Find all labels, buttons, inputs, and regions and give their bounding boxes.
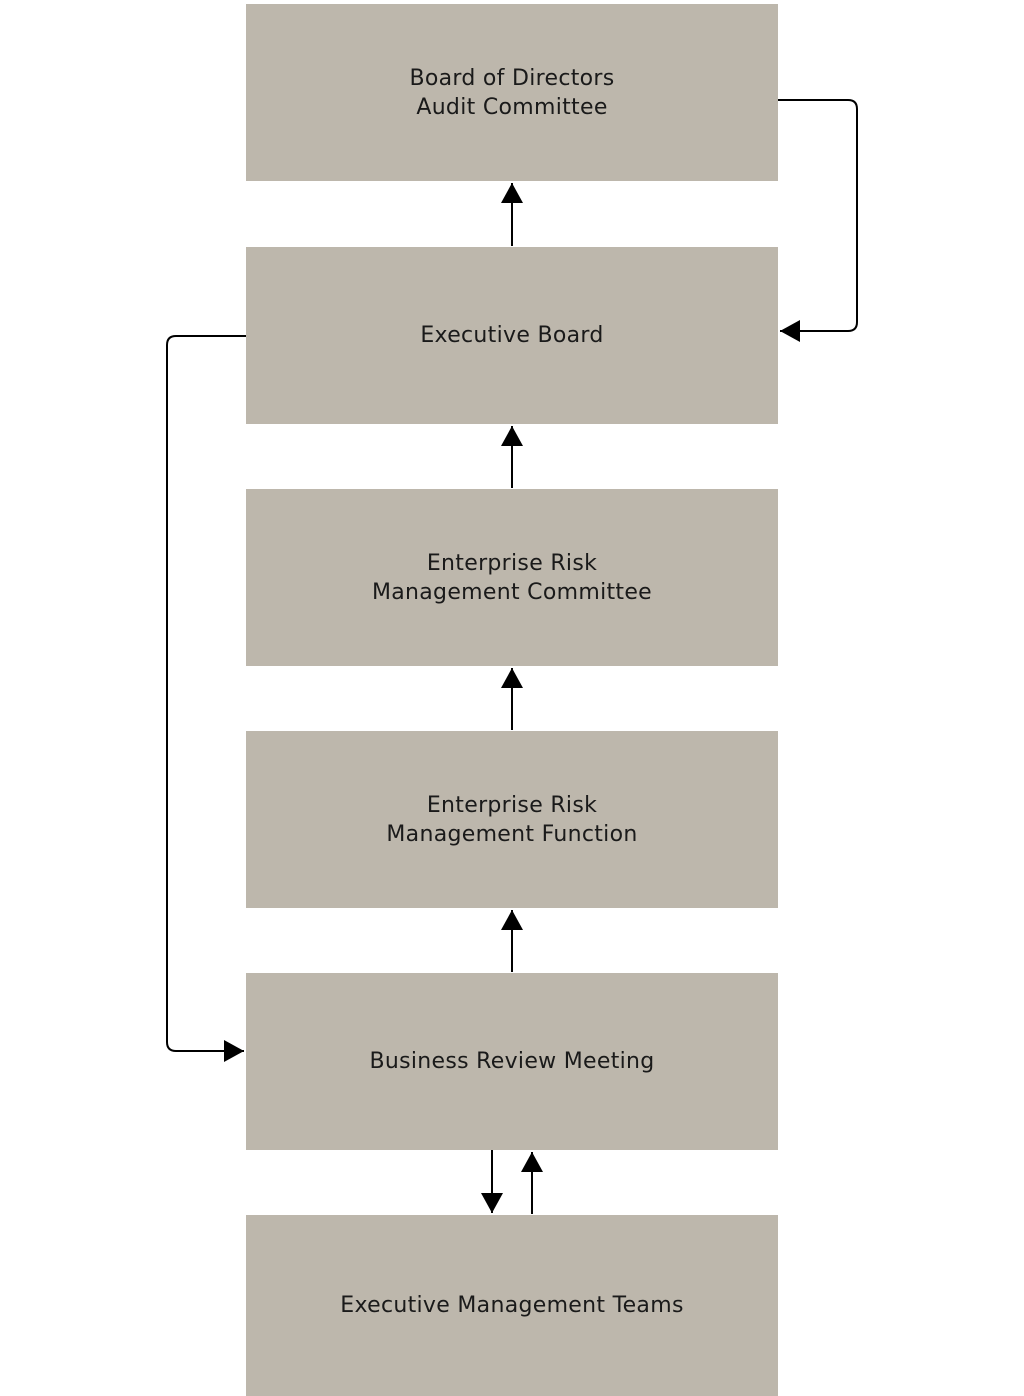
node-label-line: Audit Committee (416, 94, 608, 120)
node-label-line: Management Function (386, 821, 638, 847)
node-label-line: Executive Board (420, 323, 604, 348)
node-label-line: Enterprise Risk (426, 550, 598, 576)
arrow-executive-board-to-business-review (166, 335, 246, 1062)
node-label-line: Enterprise Risk (426, 792, 598, 818)
node-board-of-directors: Board of Directors Audit Committee (246, 4, 778, 181)
node-label-line: Executive Management Teams (340, 1293, 684, 1318)
node-business-review-meeting: Business Review Meeting (246, 973, 778, 1150)
node-erm-committee: Enterprise Risk Management Committee (246, 489, 778, 666)
node-label-line: Board of Directors (409, 65, 615, 91)
node-executive-management-teams: Executive Management Teams (246, 1215, 778, 1396)
node-executive-board: Executive Board (246, 247, 778, 424)
node-erm-function: Enterprise Risk Management Function (246, 731, 778, 908)
node-label-line: Management Committee (371, 579, 653, 605)
node-label-line: Business Review Meeting (369, 1049, 655, 1074)
arrow-board-to-executive-board (778, 99, 858, 342)
